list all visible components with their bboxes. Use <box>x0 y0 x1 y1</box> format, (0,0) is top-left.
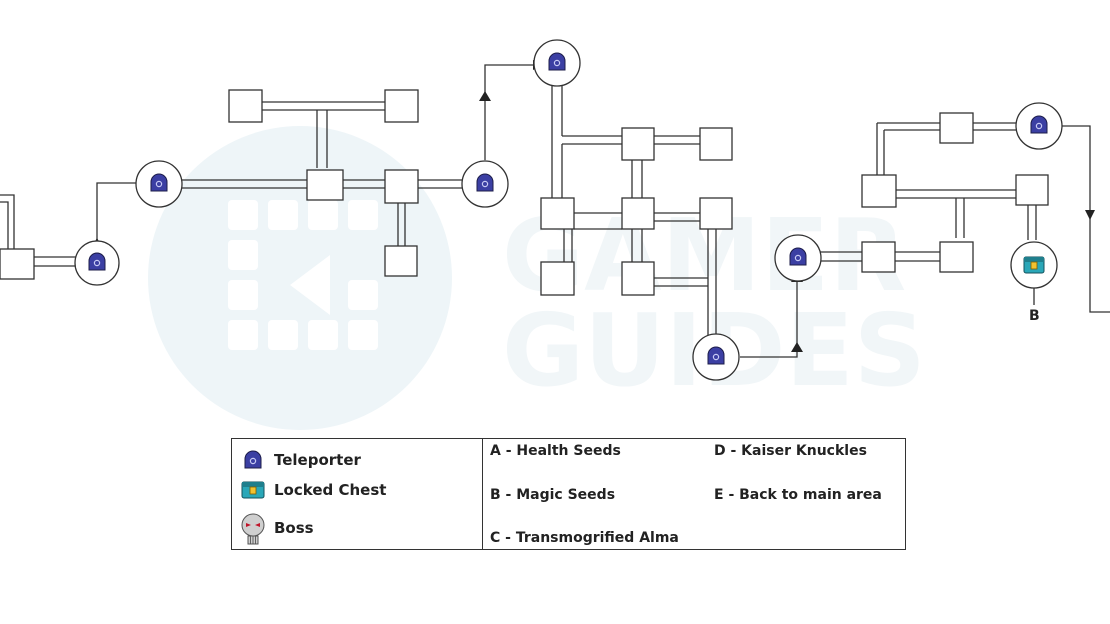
legend-icons-column: Teleporter Locked Chest Boss <box>232 439 483 549</box>
teleporter-icon <box>244 450 262 469</box>
legend-boss: Boss <box>240 511 314 545</box>
legend-key-b: B - Magic Seeds <box>490 487 616 503</box>
legend-teleporter-label: Teleporter <box>274 451 361 469</box>
teleporter-icon <box>774 234 822 282</box>
legend-key-a: A - Health Seeds <box>490 443 621 459</box>
locked-chest-icon <box>1010 241 1058 289</box>
boss-skull-icon <box>241 513 265 545</box>
teleporter-icon <box>74 240 120 286</box>
legend-key-c: C - Transmogrified Alma <box>490 530 679 546</box>
map-corridors <box>0 86 1049 338</box>
legend-locked-chest-label: Locked Chest <box>274 481 387 499</box>
teleporter-icon <box>135 160 183 208</box>
legend-teleporter: Teleporter <box>240 449 361 471</box>
teleporter-icon <box>692 333 740 381</box>
locked-chest-icon <box>241 481 265 499</box>
teleporter-icon <box>461 160 509 208</box>
legend-boss-label: Boss <box>274 519 314 537</box>
legend-key-e: E - Back to main area <box>714 487 882 503</box>
chest-label-b: B <box>1029 308 1040 324</box>
map-legend: Teleporter Locked Chest Boss A - Health … <box>231 438 906 550</box>
teleporter-icon <box>1015 102 1063 150</box>
teleporter-nodes: B <box>74 39 1063 381</box>
legend-locked-chest: Locked Chest <box>240 479 386 501</box>
legend-key-d: D - Kaiser Knuckles <box>714 443 867 459</box>
teleporter-icon <box>533 39 581 87</box>
